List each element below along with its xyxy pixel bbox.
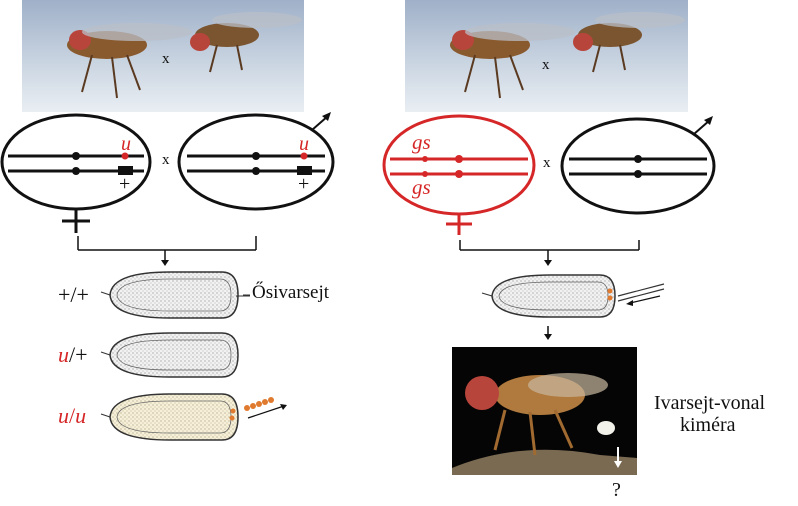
cross-symbol-right: x [543,155,551,171]
chimera-fly-photo [452,347,637,475]
allele-u-left-female: u [121,133,131,155]
female-genotype-right [382,114,536,235]
fly-pair-right [450,12,685,99]
allele-plus-left-female: + [119,173,131,195]
cross-bracket-left [77,236,257,266]
chimera-label-line2: kiméra [680,414,736,436]
genotype-allele-b: u [75,403,87,428]
cross-symbol-photo: x [542,57,550,73]
pole-cell-label: Ősivarsejt [252,282,330,303]
genotype-allele-a: u [58,403,69,428]
fly-photo-left: x [22,0,304,112]
cross-symbol-photo: x [162,51,170,67]
fly-photo-right: x [405,0,688,112]
genotype-wildtype: +/+ [58,284,89,306]
allele-gs-bottom: gs [412,175,431,199]
embryo-heterozygous [100,332,239,378]
male-genotype-left [177,112,335,211]
allele-u-left-male: u [299,133,309,155]
genotype-separator: / [69,342,76,367]
fly-pair-left [67,12,302,99]
allele-gs-top: gs [412,130,431,154]
embryo-homozygous-mutant [100,393,287,441]
female-genotype-left [0,113,152,233]
genotype-separator: / [69,403,76,428]
question-mark: ? [612,479,621,501]
male-genotype-right [560,116,716,215]
genotype-homozygous: u/u [58,405,86,427]
genotype-allele-b: + [75,342,88,367]
chimera-label-line1: Ivarsejt-vonal [654,392,766,414]
genotype-allele-b: + [76,282,89,307]
embryo-recipient [481,274,665,318]
genotype-heterozygous: u/+ [58,344,88,366]
arrow-to-chimera [544,326,552,340]
allele-plus-left-male: + [298,173,310,195]
cross-symbol-left: x [162,152,170,168]
genotype-allele-a: u [58,342,69,367]
embryo-wildtype [100,271,250,319]
genotype-allele-a: + [58,282,71,307]
genotype-separator: / [70,282,77,307]
cross-bracket-right [459,240,640,266]
